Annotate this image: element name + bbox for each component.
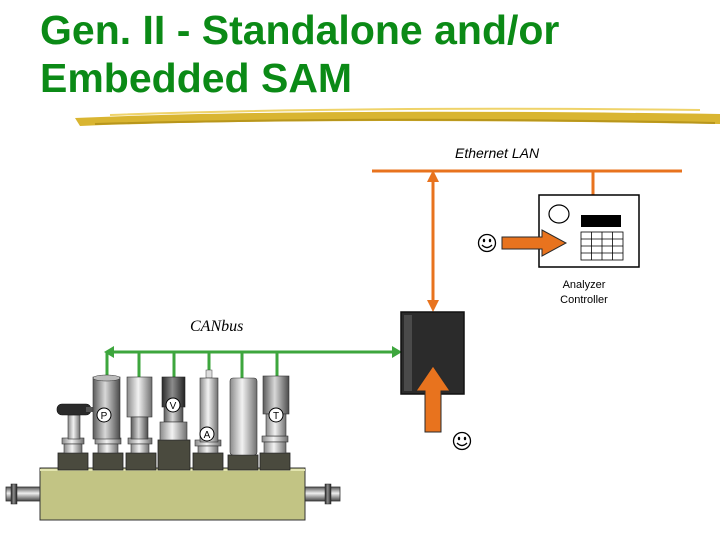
ethernet-lan — [372, 169, 682, 312]
analyzer-badge: A — [199, 426, 215, 442]
smiley-face-icon — [477, 233, 497, 253]
ethernet-lan-label: Ethernet LAN — [455, 145, 540, 161]
temperature-sensor — [262, 375, 290, 437]
smiley-face-icon-2 — [452, 431, 472, 451]
arrowhead-down — [427, 300, 439, 312]
temperature-badge: T — [268, 407, 284, 423]
analyzer-cell — [199, 369, 219, 443]
canbus-arrow-left — [104, 346, 114, 358]
controller-label-line-1: Analyzer — [562, 279, 606, 291]
valve-actuator — [159, 376, 188, 441]
canbus — [104, 346, 402, 380]
sensor-2 — [126, 376, 153, 440]
arrow-to-module — [415, 365, 451, 433]
canbus-label: CANbus — [190, 318, 244, 335]
controller-knob — [548, 204, 570, 224]
pressure-sensor — [92, 374, 121, 440]
manual-valve — [56, 403, 94, 440]
manifold-base — [39, 467, 306, 521]
title-line-1: Gen. II - Standalone and/or — [40, 7, 560, 53]
analyzer-controller — [538, 194, 640, 268]
valve-badge-label: V — [170, 401, 177, 412]
title-line-2: Embedded SAM — [40, 55, 353, 101]
pressure-badge: P — [96, 407, 112, 423]
sample-cell — [229, 377, 258, 456]
analyzer-badge-label: A — [204, 430, 211, 441]
controller-display — [581, 215, 621, 227]
arrowhead-up — [427, 170, 439, 182]
sampling-manifold: P V A T — [5, 369, 341, 521]
valve-badge: V — [165, 397, 181, 413]
pressure-badge-label: P — [101, 411, 108, 422]
controller-keypad — [580, 231, 624, 261]
title-underline — [75, 107, 720, 126]
outlet-pipe — [303, 486, 341, 502]
controller-label-line-2: Controller — [560, 294, 608, 306]
arrow-to-controller — [501, 229, 568, 257]
analyzer-controller-label: Analyzer Controller — [546, 278, 622, 308]
temperature-badge-label: T — [273, 411, 279, 422]
canbus-arrow-right — [392, 346, 402, 358]
slide-title: Gen. II - Standalone and/or Embedded SAM — [40, 6, 559, 102]
